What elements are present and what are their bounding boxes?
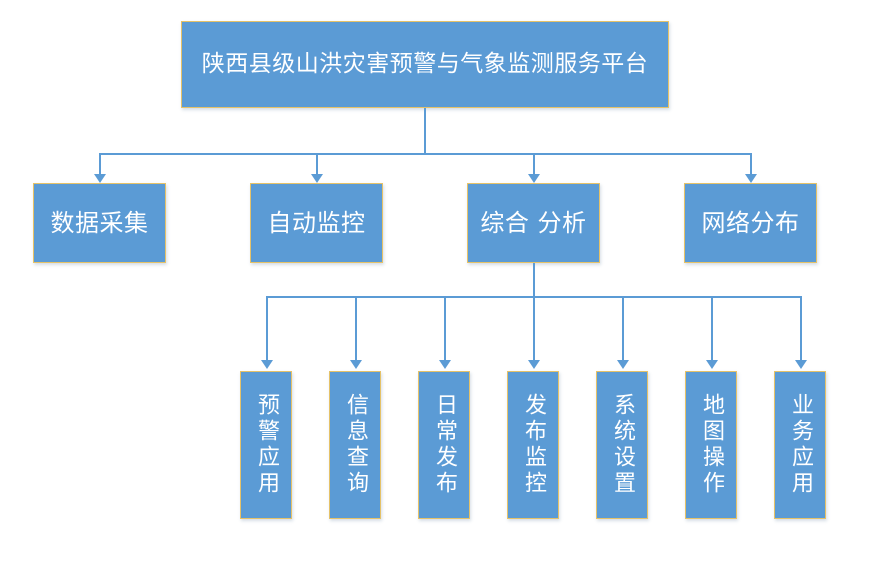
connector-root-stem <box>424 108 426 154</box>
node-release-monitoring-label: 发布监控 <box>521 393 546 497</box>
node-auto-monitoring[interactable]: 自动监控 <box>250 183 383 263</box>
connector-drop-warning-application <box>266 296 268 362</box>
node-data-collection-label: 数据采集 <box>50 208 149 237</box>
arrowhead-daily-release <box>439 360 451 369</box>
arrowhead-information-query <box>350 360 362 369</box>
arrowhead-business-application <box>795 360 807 369</box>
arrowhead-system-settings <box>617 360 629 369</box>
node-comprehensive-analysis-label: 综合 分析 <box>480 208 587 237</box>
node-system-settings-label: 系统设置 <box>610 393 635 497</box>
node-business-application-label: 业务应用 <box>788 393 813 497</box>
connector-drop-network-distribution <box>750 153 752 177</box>
node-data-collection[interactable]: 数据采集 <box>33 183 166 263</box>
arrowhead-data-collection <box>94 174 106 183</box>
node-comprehensive-analysis[interactable]: 综合 分析 <box>467 183 600 263</box>
node-warning-application-label: 预警应用 <box>254 393 279 497</box>
connector-analysis-stem <box>533 263 535 297</box>
node-map-operation-label: 地图操作 <box>699 393 724 497</box>
arrowhead-comprehensive-analysis <box>528 174 540 183</box>
node-root-label: 陕西县级山洪灾害预警与气象监测服务平台 <box>201 50 649 77</box>
node-daily-release[interactable]: 日常发布 <box>418 371 470 519</box>
arrowhead-warning-application <box>261 360 273 369</box>
connector-drop-release-monitoring <box>533 296 535 362</box>
connector-drop-information-query <box>355 296 357 362</box>
node-network-distribution-label: 网络分布 <box>701 208 800 237</box>
node-daily-release-label: 日常发布 <box>432 393 457 497</box>
arrowhead-map-operation <box>706 360 718 369</box>
arrowhead-network-distribution <box>745 174 757 183</box>
node-information-query-label: 信息查询 <box>343 393 368 497</box>
connector-drop-data-collection <box>99 153 101 177</box>
arrowhead-auto-monitoring <box>311 174 323 183</box>
connector-drop-comprehensive-analysis <box>533 153 535 177</box>
connector-level2-bus <box>99 153 751 155</box>
node-information-query[interactable]: 信息查询 <box>329 371 381 519</box>
node-system-settings[interactable]: 系统设置 <box>596 371 648 519</box>
connector-drop-map-operation <box>711 296 713 362</box>
node-release-monitoring[interactable]: 发布监控 <box>507 371 559 519</box>
connector-drop-system-settings <box>622 296 624 362</box>
node-network-distribution[interactable]: 网络分布 <box>684 183 817 263</box>
node-auto-monitoring-label: 自动监控 <box>267 208 366 237</box>
arrowhead-release-monitoring <box>528 360 540 369</box>
connector-drop-business-application <box>800 296 802 362</box>
connector-drop-auto-monitoring <box>316 153 318 177</box>
connector-drop-daily-release <box>444 296 446 362</box>
node-warning-application[interactable]: 预警应用 <box>240 371 292 519</box>
node-business-application[interactable]: 业务应用 <box>774 371 826 519</box>
node-map-operation[interactable]: 地图操作 <box>685 371 737 519</box>
node-root[interactable]: 陕西县级山洪灾害预警与气象监测服务平台 <box>181 21 669 108</box>
